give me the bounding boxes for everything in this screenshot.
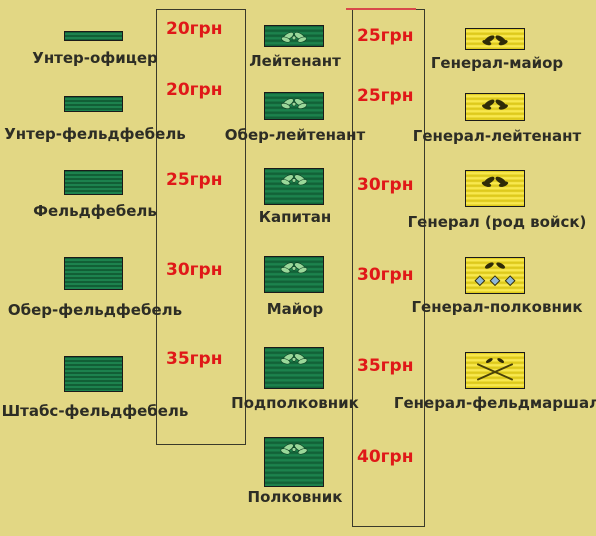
officer-column-top-accent (346, 8, 416, 10)
enlisted-price-column (156, 9, 246, 445)
rank-label: Лейтенант (249, 52, 341, 70)
rank-price: 20грн (166, 80, 223, 100)
oberst-badge-icon (264, 437, 324, 487)
general-badge-icon (465, 170, 525, 207)
rank-price: 20грн (166, 19, 223, 39)
rank-label: Майор (266, 300, 324, 318)
generalleutnant-badge-icon (465, 93, 525, 121)
rank-label: Фельдфебель (33, 202, 157, 220)
rank-price: 35грн (166, 349, 223, 369)
unteroffizier-badge-icon (64, 31, 123, 41)
rank-label: Генерал-фельдмаршал (393, 394, 596, 412)
rank-label: Унтер-офицер (32, 49, 158, 67)
oberfeldwebel-badge-icon (64, 257, 123, 290)
rank-label: Генерал (род войск) (407, 213, 587, 231)
rank-label: Капитан (258, 208, 332, 226)
rank-label: Унтер-фельдфебель (4, 125, 186, 143)
generalmajor-badge-icon (465, 28, 525, 50)
stabsfeldwebel-badge-icon (64, 356, 123, 392)
rank-price: 25грн (166, 170, 223, 190)
major-badge-icon (264, 256, 324, 293)
rank-label: Подполковник (231, 394, 359, 412)
rank-label: Генерал-полковник (411, 298, 583, 316)
feldwebel-badge-icon (64, 170, 123, 195)
leutnant-badge-icon (264, 25, 324, 47)
rank-price: 30грн (357, 175, 414, 195)
hauptmann-badge-icon (264, 168, 324, 205)
generalfeldmarschall-badge-icon (465, 352, 525, 389)
rank-label: Обер-фельдфебель (7, 301, 183, 319)
unterfeldwebel-badge-icon (64, 96, 123, 112)
oberstleutnant-badge-icon (264, 347, 324, 389)
rank-price: 25грн (357, 26, 414, 46)
rank-price: 30грн (357, 265, 414, 285)
generaloberst-badge-icon (465, 257, 525, 294)
rank-label: Полковник (247, 488, 343, 506)
rank-price: 35грн (357, 356, 414, 376)
rank-price: 30грн (166, 260, 223, 280)
rank-price: 40грн (357, 447, 414, 467)
oberleutnant-badge-icon (264, 92, 324, 120)
rank-price: 25грн (357, 86, 414, 106)
rank-label: Генерал-майор (430, 54, 564, 72)
rank-label: Обер-лейтенант (224, 126, 366, 144)
rank-label: Генерал-лейтенант (412, 127, 582, 145)
rank-label: Штабс-фельдфебель (1, 402, 189, 420)
